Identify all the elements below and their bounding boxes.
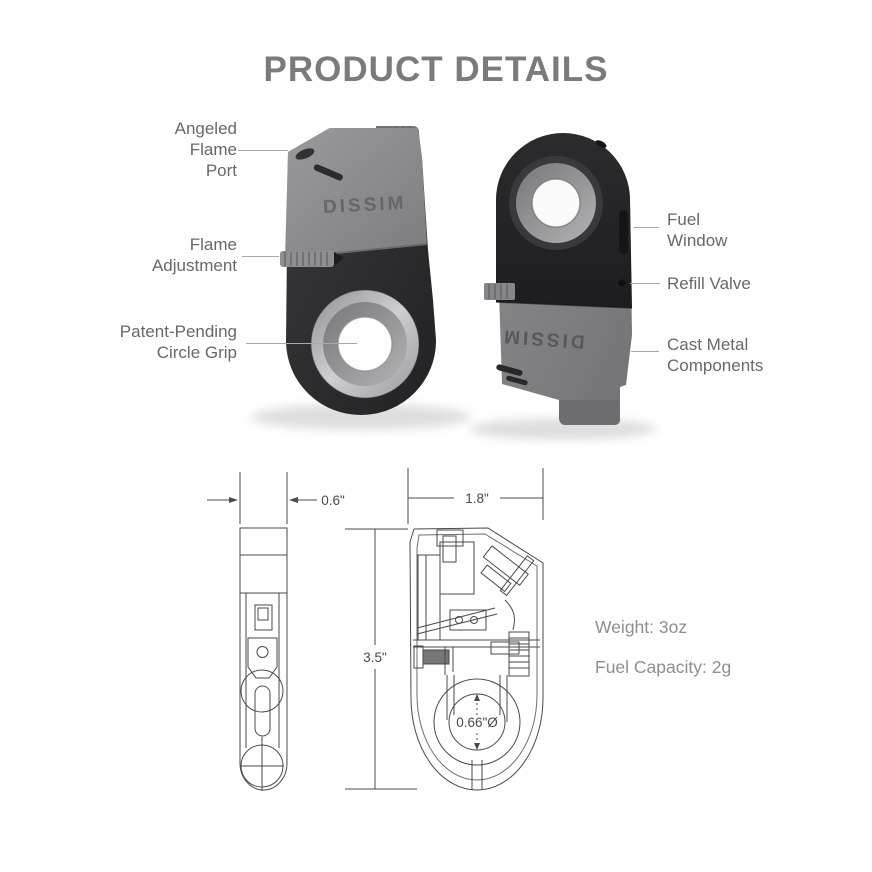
svg-text:3.5": 3.5" xyxy=(363,650,387,665)
page-title: PRODUCT DETAILS xyxy=(263,50,609,89)
svg-text:1.8": 1.8" xyxy=(465,491,489,506)
left-lighter-upper-shell xyxy=(285,128,427,259)
bottom-vent-slot-1 xyxy=(496,364,523,376)
cross-section-drawing: 0.66"Ø xyxy=(410,528,543,790)
leader-circle-grip xyxy=(246,343,357,344)
flame-port-top-dot xyxy=(595,140,607,148)
product-photos: DISSIM xyxy=(251,126,657,440)
flame-port-hole xyxy=(295,148,315,160)
spec-weight: Weight: 3oz xyxy=(595,617,688,637)
flame-adjustment-wheel xyxy=(280,251,334,267)
leader-fuel-window xyxy=(634,227,659,228)
left-lighter-photo: DISSIM xyxy=(280,126,437,415)
left-lighter-shadow xyxy=(251,404,471,430)
circle-grip-ring-left xyxy=(310,289,420,399)
vent-slot xyxy=(313,164,343,181)
fuel-window xyxy=(619,210,628,254)
callout-refill-valve: Refill Valve xyxy=(667,274,751,293)
leader-flame-adjustment xyxy=(242,256,279,257)
callout-patent-pending-circle-grip: Patent-Pending Circle Grip xyxy=(119,322,237,362)
callout-cast-metal-components: Cast Metal Components xyxy=(667,335,764,375)
refill-valve xyxy=(618,279,626,287)
leader-cast-metal xyxy=(631,351,659,352)
dimension-grip-diameter: 0.66"Ø xyxy=(453,694,501,750)
leader-refill-valve xyxy=(630,283,660,284)
dimension-side-width: 0.6" xyxy=(207,472,345,524)
dimension-height: 3.5" xyxy=(345,529,417,789)
ignition-cap-right xyxy=(559,400,620,425)
spec-fuel-capacity: Fuel Capacity: 2g xyxy=(595,657,732,677)
callout-flame-adjustment: Flame Adjustment xyxy=(151,235,237,275)
side-view-drawing xyxy=(240,528,287,791)
svg-text:0.66"Ø: 0.66"Ø xyxy=(456,715,498,730)
callout-angeled-flame-port: Angeled Flame Port xyxy=(174,119,237,180)
leader-angeled-flame-port xyxy=(238,150,288,151)
bottom-vent-slot-2 xyxy=(506,375,528,386)
right-lighter-photo: DISSIM xyxy=(484,133,633,425)
technical-drawings: 0.6" 1.8" xyxy=(195,460,605,805)
circle-grip-ring-right xyxy=(509,156,603,250)
wheel-pointer-notch xyxy=(334,252,344,266)
svg-text:0.6": 0.6" xyxy=(321,493,345,508)
brand-embossed-left: DISSIM xyxy=(322,193,406,218)
callout-fuel-window: Fuel Window xyxy=(667,210,728,250)
dimension-front-width: 1.8" xyxy=(408,468,543,524)
